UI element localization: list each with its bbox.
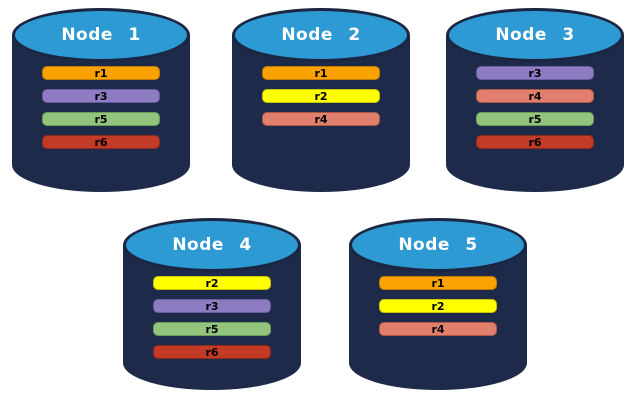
replica-bar: r3 (476, 66, 594, 80)
replica-list: r2 r3 r5 r6 (123, 276, 301, 359)
cylinder-top: Node 4 (123, 218, 301, 272)
replica-bar: r5 (476, 112, 594, 126)
replica-bar: r6 (476, 135, 594, 149)
node-3-cylinder: Node 3 r3 r4 r5 r6 (446, 8, 624, 192)
replica-list: r1 r3 r5 r6 (12, 66, 190, 149)
cylinder-top: Node 5 (349, 218, 527, 272)
replica-bar: r2 (379, 299, 497, 313)
replica-bar: r1 (42, 66, 160, 80)
replica-bar: r5 (153, 322, 271, 336)
node-1-cylinder: Node 1 r1 r3 r5 r6 (12, 8, 190, 192)
replica-bar: r2 (153, 276, 271, 290)
replica-list: r3 r4 r5 r6 (446, 66, 624, 149)
replica-bar: r6 (42, 135, 160, 149)
cylinder-top: Node 3 (446, 8, 624, 62)
replica-bar: r1 (379, 276, 497, 290)
node-2-cylinder: Node 2 r1 r2 r4 (232, 8, 410, 192)
replica-bar: r4 (379, 322, 497, 336)
replica-bar: r1 (262, 66, 380, 80)
node-5-cylinder: Node 5 r1 r2 r4 (349, 218, 527, 390)
replica-list: r1 r2 r4 (349, 276, 527, 336)
node-title: Node 4 (172, 235, 252, 255)
node-title: Node 3 (495, 25, 575, 45)
node-title: Node 1 (61, 25, 141, 45)
replica-bar: r4 (262, 112, 380, 126)
cylinder-top: Node 1 (12, 8, 190, 62)
replica-bar: r4 (476, 89, 594, 103)
replica-bar: r3 (153, 299, 271, 313)
replica-bar: r3 (42, 89, 160, 103)
node-title: Node 2 (281, 25, 361, 45)
replica-bar: r5 (42, 112, 160, 126)
replica-bar: r6 (153, 345, 271, 359)
node-title: Node 5 (398, 235, 478, 255)
cylinder-top: Node 2 (232, 8, 410, 62)
replica-list: r1 r2 r4 (232, 66, 410, 126)
node-4-cylinder: Node 4 r2 r3 r5 r6 (123, 218, 301, 390)
replica-bar: r2 (262, 89, 380, 103)
